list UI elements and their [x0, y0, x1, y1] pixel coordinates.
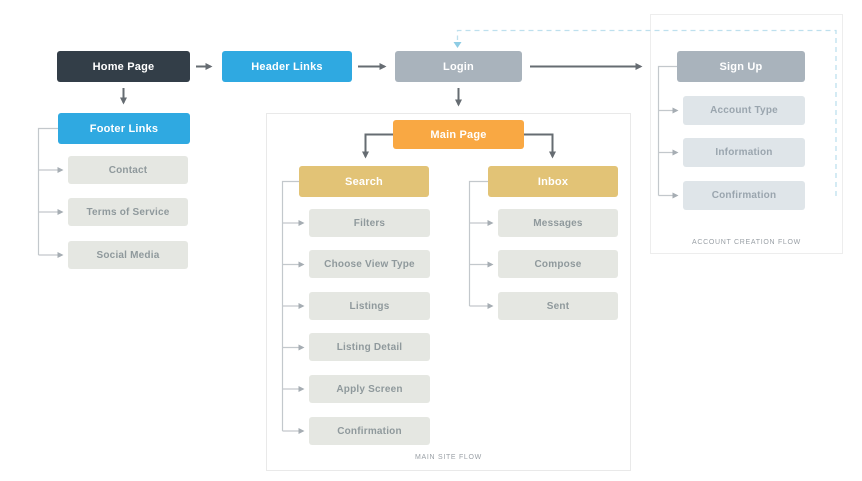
node-listing-detail: Listing Detail	[309, 333, 430, 361]
footer-bracket	[37, 127, 58, 255]
node-inbox: Inbox	[488, 166, 618, 197]
node-login: Login	[395, 51, 522, 82]
node-footer-links: Footer Links	[58, 113, 190, 144]
return-to-login-arrowhead	[453, 42, 462, 48]
account-creation-flow-label: ACCOUNT CREATION FLOW	[692, 239, 801, 246]
node-header-links: Header Links	[222, 51, 352, 82]
account-creation-flow-container: ACCOUNT CREATION FLOW	[650, 14, 843, 254]
main-site-flow-label: MAIN SITE FLOW	[415, 454, 482, 461]
node-filters: Filters	[309, 209, 430, 237]
node-main-page: Main Page	[393, 120, 524, 149]
node-messages: Messages	[498, 209, 618, 237]
node-contact: Contact	[68, 156, 188, 184]
node-apply-screen: Apply Screen	[309, 375, 430, 403]
node-sign-up: Sign Up	[677, 51, 805, 82]
node-account-type: Account Type	[683, 96, 805, 125]
node-information: Information	[683, 138, 805, 167]
node-terms-of-service: Terms of Service	[68, 198, 188, 226]
node-choose-view-type: Choose View Type	[309, 250, 430, 278]
node-listings: Listings	[309, 292, 430, 320]
node-social-media: Social Media	[68, 241, 188, 269]
node-sent: Sent	[498, 292, 618, 320]
node-search-confirmation: Confirmation	[309, 417, 430, 445]
node-account-confirmation: Confirmation	[683, 181, 805, 210]
node-home-page: Home Page	[57, 51, 190, 82]
node-search: Search	[299, 166, 429, 197]
node-compose: Compose	[498, 250, 618, 278]
